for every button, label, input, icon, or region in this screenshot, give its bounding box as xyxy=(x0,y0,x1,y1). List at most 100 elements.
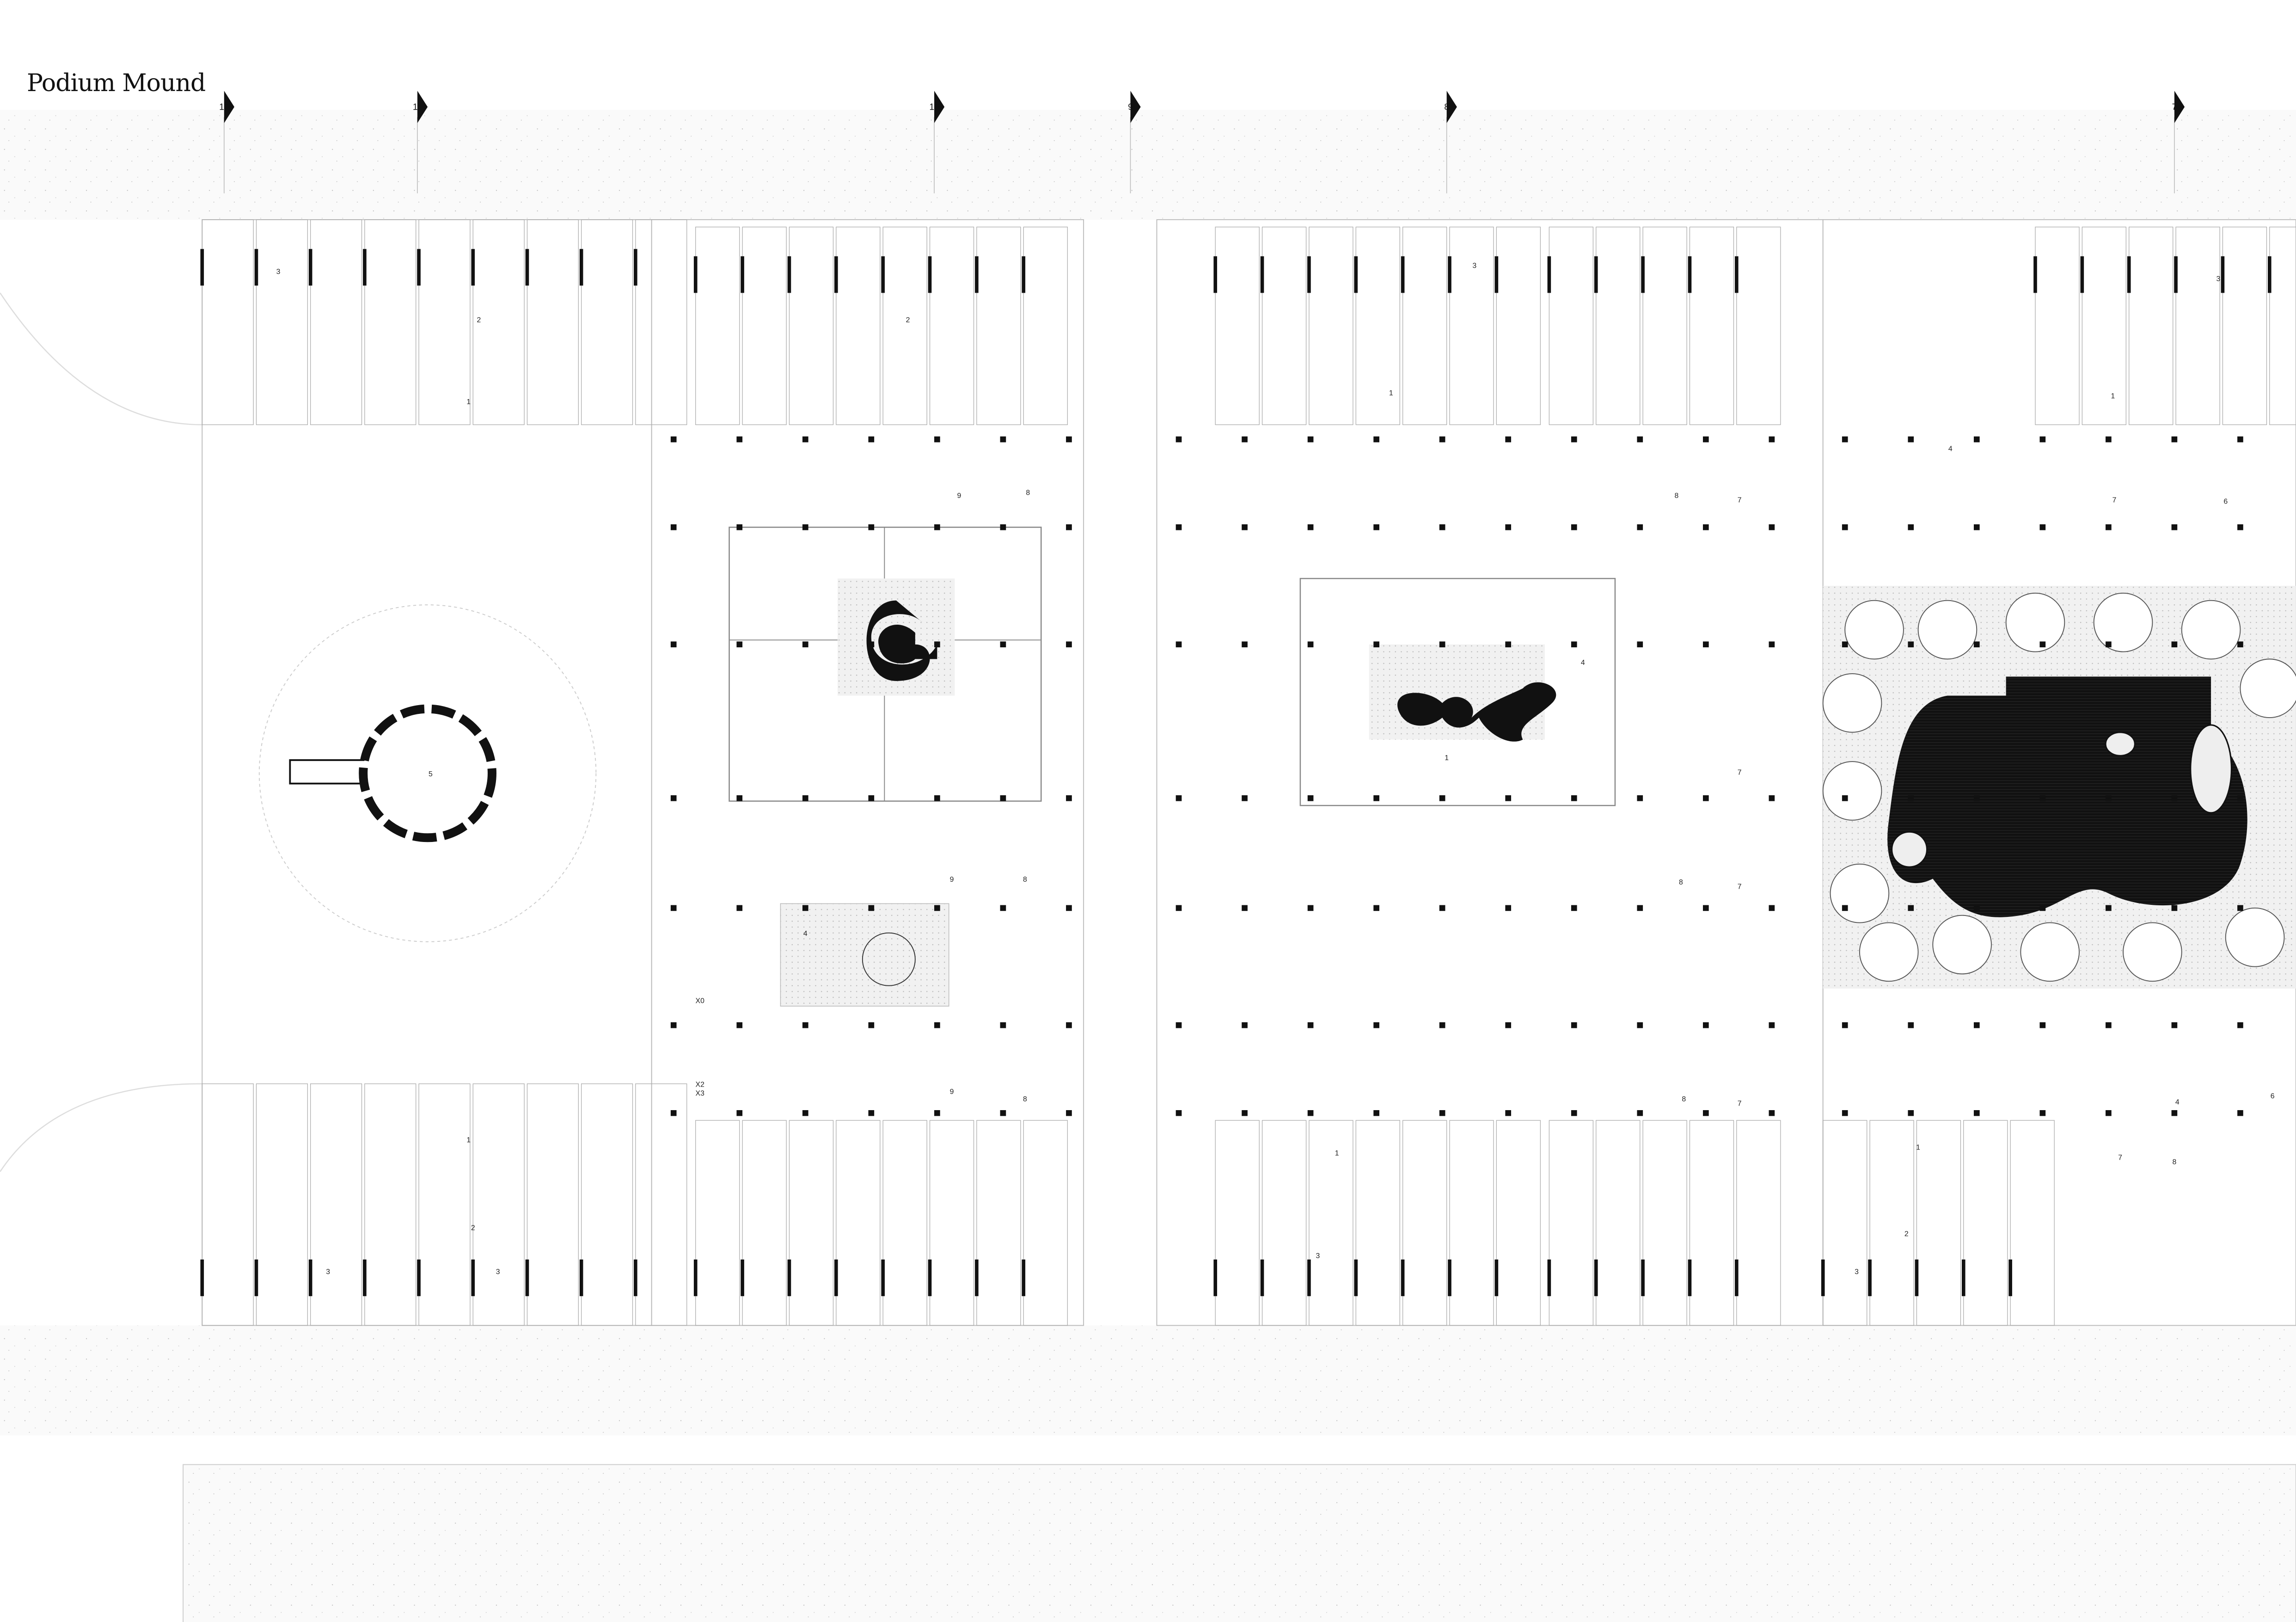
column xyxy=(2106,1022,2112,1028)
column xyxy=(1973,524,1980,530)
room-number-label: 6 xyxy=(2271,1093,2275,1100)
room-number-label: 7 xyxy=(1738,496,1742,504)
column xyxy=(1176,524,1182,530)
column xyxy=(1908,641,1914,648)
column xyxy=(1769,1110,1775,1116)
column xyxy=(2237,436,2243,442)
column xyxy=(1000,524,1006,530)
column xyxy=(802,1022,808,1028)
apartment-unit xyxy=(695,227,740,425)
grid-marker-icon xyxy=(2174,91,2185,123)
column xyxy=(1373,905,1379,911)
room-number-label: 2 xyxy=(477,316,481,324)
column xyxy=(1307,795,1314,801)
apartment-unit xyxy=(2035,227,2080,425)
column xyxy=(736,641,743,648)
apartment-units xyxy=(200,219,2296,1326)
apartment-unit xyxy=(929,227,974,425)
apartment-unit xyxy=(1549,227,1594,425)
column xyxy=(2106,436,2112,442)
apartment-unit xyxy=(1823,1120,1867,1326)
column xyxy=(1066,1110,1072,1116)
block-right xyxy=(1822,219,2296,1326)
apartment-unit xyxy=(418,1083,471,1326)
column xyxy=(1242,1110,1248,1116)
apartment-unit xyxy=(1261,227,1307,425)
column xyxy=(1066,1022,1072,1028)
mound-dashed-circle xyxy=(258,604,597,942)
column xyxy=(1571,436,1577,442)
column xyxy=(1066,905,1072,911)
structural-columns xyxy=(670,436,2243,1116)
column xyxy=(2171,641,2178,648)
grid-axis-label: 9 xyxy=(1128,103,1133,112)
apartment-unit xyxy=(635,219,687,425)
apartment-unit xyxy=(882,227,927,425)
column xyxy=(2106,795,2112,801)
column xyxy=(2106,524,2112,530)
column xyxy=(1702,436,1709,442)
apartment-unit xyxy=(1023,227,1068,425)
tree-icon xyxy=(1917,600,1978,660)
apartment-unit xyxy=(1689,227,1734,425)
column xyxy=(736,905,743,911)
column xyxy=(934,1022,940,1028)
column xyxy=(670,905,677,911)
column xyxy=(868,1110,875,1116)
apartment-unit xyxy=(1402,1120,1447,1326)
grid-marker-icon xyxy=(224,91,234,123)
column xyxy=(1702,524,1709,530)
room-number-label: 3 xyxy=(276,268,281,276)
column xyxy=(1505,524,1512,530)
room-number-label: X2 xyxy=(696,1081,704,1088)
room-number-label: 9 xyxy=(957,492,961,500)
column xyxy=(1505,1110,1512,1116)
column xyxy=(670,795,677,801)
column xyxy=(934,905,940,911)
column xyxy=(2171,1022,2178,1028)
room-number-label: 4 xyxy=(1948,445,1953,453)
column xyxy=(2171,1110,2178,1116)
room-number-label: X3 xyxy=(696,1089,705,1097)
apartment-unit xyxy=(742,227,787,425)
apartment-unit xyxy=(1309,1120,1353,1326)
apartment-unit xyxy=(202,1083,254,1326)
column xyxy=(1637,524,1643,530)
column xyxy=(2039,641,2046,648)
apartment-unit xyxy=(256,219,308,425)
column xyxy=(1769,436,1775,442)
column xyxy=(1769,641,1775,648)
apartment-unit xyxy=(581,1083,633,1326)
apartment-unit xyxy=(1689,1120,1734,1326)
apartment-unit xyxy=(836,227,881,425)
apartment-unit xyxy=(1496,1120,1541,1326)
column xyxy=(1637,641,1643,648)
spiral-sculpture xyxy=(866,600,937,681)
column xyxy=(2237,905,2243,911)
column xyxy=(670,436,677,442)
column xyxy=(2171,795,2178,801)
tree-icon xyxy=(1822,673,1882,733)
column xyxy=(2237,524,2243,530)
column xyxy=(868,436,875,442)
column xyxy=(1842,524,1848,530)
apartment-unit xyxy=(1642,1120,1687,1326)
tree-icon xyxy=(1844,600,1904,660)
room-number-label: 4 xyxy=(2175,1098,2180,1106)
apartment-unit xyxy=(2129,227,2174,425)
column xyxy=(1066,436,1072,442)
room-number-label: X0 xyxy=(696,997,705,1005)
apartment-unit xyxy=(364,1083,416,1326)
room-number-label: 8 xyxy=(1675,492,1679,500)
room-number-label: 2 xyxy=(1904,1230,1909,1238)
column xyxy=(1908,1022,1914,1028)
column xyxy=(1000,1110,1006,1116)
apartment-unit xyxy=(1549,1120,1594,1326)
void-3 xyxy=(1891,831,1928,868)
column xyxy=(2237,641,2243,648)
room-number-label: 9 xyxy=(950,876,954,884)
column xyxy=(1973,795,1980,801)
void-1 xyxy=(2190,724,2233,814)
